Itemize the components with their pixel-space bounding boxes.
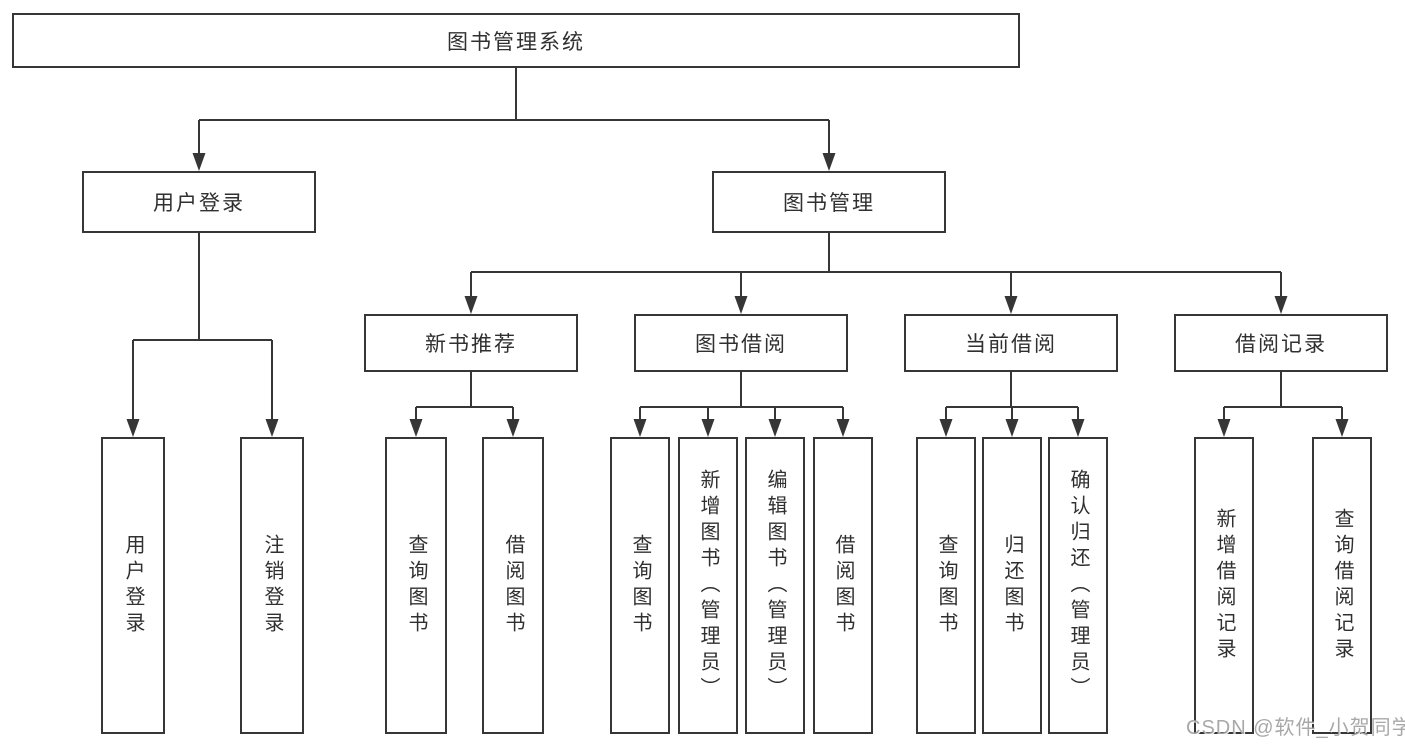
node-library-management-system: 图书管理系统 [12,13,1020,68]
edge-group-book_mgmt [464,233,1288,314]
leaf-confirm-return-admin: 确认归还（管理员） [1048,437,1108,734]
node-user-login: 用户登录 [82,171,316,233]
leaf-logout-login: 注销登录 [240,437,304,734]
edge-group-user_login [126,233,279,437]
leaf-user-login: 用户登录 [101,437,165,734]
watermark: CSDN @软件_小贺同学 [1186,717,1405,739]
edge-group-borrow_records [1217,372,1349,437]
node-book-management: 图书管理 [712,171,946,233]
edge-group-new_rec [409,372,520,437]
node-book-borrowing: 图书借阅 [634,314,848,372]
leaf-query-books: 查询图书 [610,437,670,734]
leaf-return-book: 归还图书 [982,437,1042,734]
leaf-query-books: 查询图书 [385,437,447,734]
edge-group-root [192,68,836,171]
leaf-query-books: 查询图书 [916,437,976,734]
leaf-edit-book-admin: 编辑图书（管理员） [745,437,805,734]
leaf-add-borrow-record: 新增借阅记录 [1194,437,1254,734]
node-borrowing-records: 借阅记录 [1174,314,1388,372]
leaf-add-book-admin: 新增图书（管理员） [678,437,738,734]
node-current-borrowing: 当前借阅 [904,314,1118,372]
leaf-borrow-books: 借阅图书 [482,437,544,734]
leaf-query-borrow-record: 查询借阅记录 [1312,437,1372,734]
leaf-borrow-books: 借阅图书 [813,437,873,734]
edge-group-current_borrow [939,372,1085,437]
edge-group-book_borrow [633,372,850,437]
node-new-book-recommendation: 新书推荐 [364,314,578,372]
